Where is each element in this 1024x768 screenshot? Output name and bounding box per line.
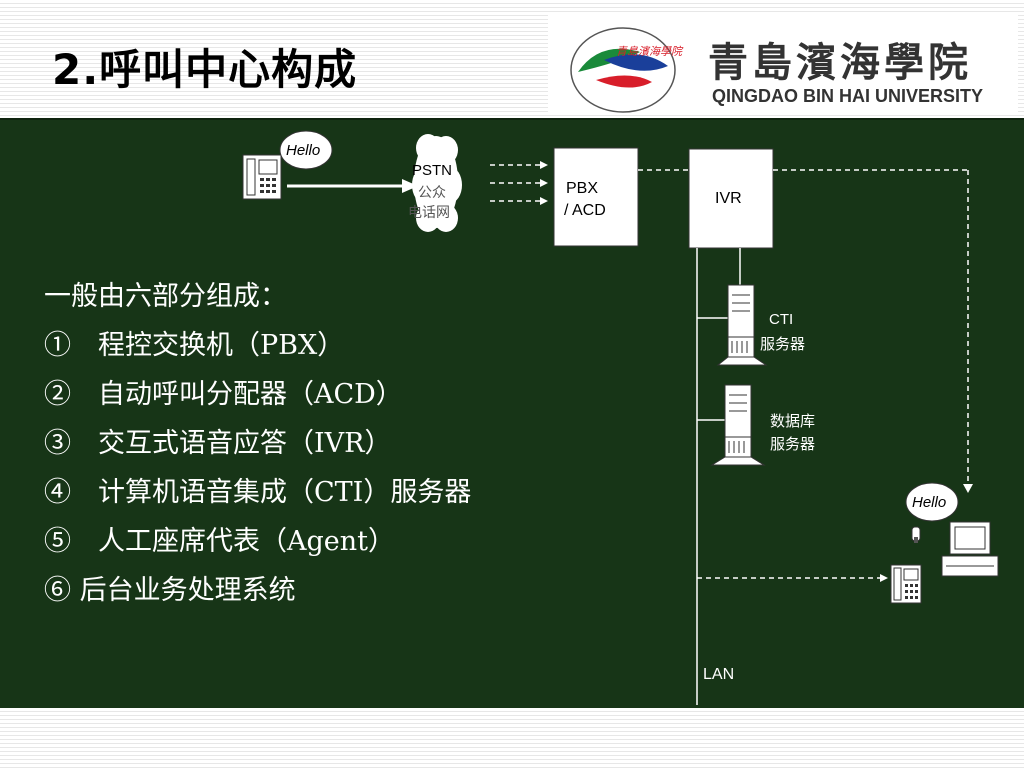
speech-bubble-icon bbox=[279, 130, 333, 170]
list-item: ④ 计算机语音集成（CTI）服务器 bbox=[44, 477, 472, 508]
cti-label: CTI bbox=[769, 311, 794, 328]
list-item: ⑤ 人工座席代表（Agent） bbox=[44, 526, 395, 557]
cti-server-icon bbox=[716, 284, 768, 366]
database-server-icon bbox=[710, 384, 766, 466]
list-item: ⑥ 后台业务处理系统 bbox=[44, 575, 296, 606]
hello-agent-label: Hello bbox=[912, 494, 947, 511]
slide-title: 2.呼叫中心构成 bbox=[52, 45, 358, 94]
pstn-cloud-icon bbox=[412, 134, 462, 232]
agent-telephone-icon bbox=[890, 564, 922, 604]
diagram-board bbox=[0, 118, 1024, 708]
component-list: 一般由六部分组成： ① 程控交换机（PBX） ② 自动呼叫分配器（ACD） ③ … bbox=[44, 272, 471, 615]
pstn-label-network: 电话网 bbox=[408, 204, 450, 220]
agent-computer-icon bbox=[941, 521, 999, 577]
pbx-label: PBX bbox=[566, 180, 599, 197]
list-intro: 一般由六部分组成： bbox=[44, 281, 287, 312]
university-emblem: 青島濱海學院 bbox=[570, 27, 684, 113]
logo-english-name: QINGDAO BIN HAI UNIVERSITY bbox=[712, 86, 984, 106]
emblem-icon bbox=[570, 27, 676, 113]
list-item: ① 程控交换机（PBX） bbox=[44, 330, 345, 361]
headset-icon bbox=[911, 526, 921, 543]
db-server-label: 服务器 bbox=[770, 436, 816, 453]
db-label: 数据库 bbox=[770, 413, 816, 430]
ivr-box bbox=[688, 148, 774, 249]
acd-label: / ACD bbox=[564, 202, 606, 219]
trunk-lines bbox=[490, 164, 540, 202]
ivr-label: IVR bbox=[715, 190, 742, 207]
pstn-label-cn: 公众 bbox=[418, 184, 446, 200]
lan-label: LAN bbox=[703, 666, 735, 683]
list-item: ③ 交互式语音应答（IVR） bbox=[44, 428, 392, 459]
pbx-acd-box bbox=[553, 147, 639, 247]
caller-telephone-icon bbox=[242, 154, 282, 200]
hello-caller-label: Hello bbox=[286, 142, 321, 159]
list-item: ② 自动呼叫分配器（ACD） bbox=[44, 379, 403, 410]
agent-speech-bubble-icon bbox=[905, 482, 959, 522]
cti-server-label: 服务器 bbox=[760, 336, 806, 353]
emblem-seal-text: 青島濱海學院 bbox=[616, 45, 684, 58]
logo-chinese-name: 青島濱海學院 bbox=[708, 39, 972, 86]
pstn-label: PSTN bbox=[412, 162, 453, 179]
